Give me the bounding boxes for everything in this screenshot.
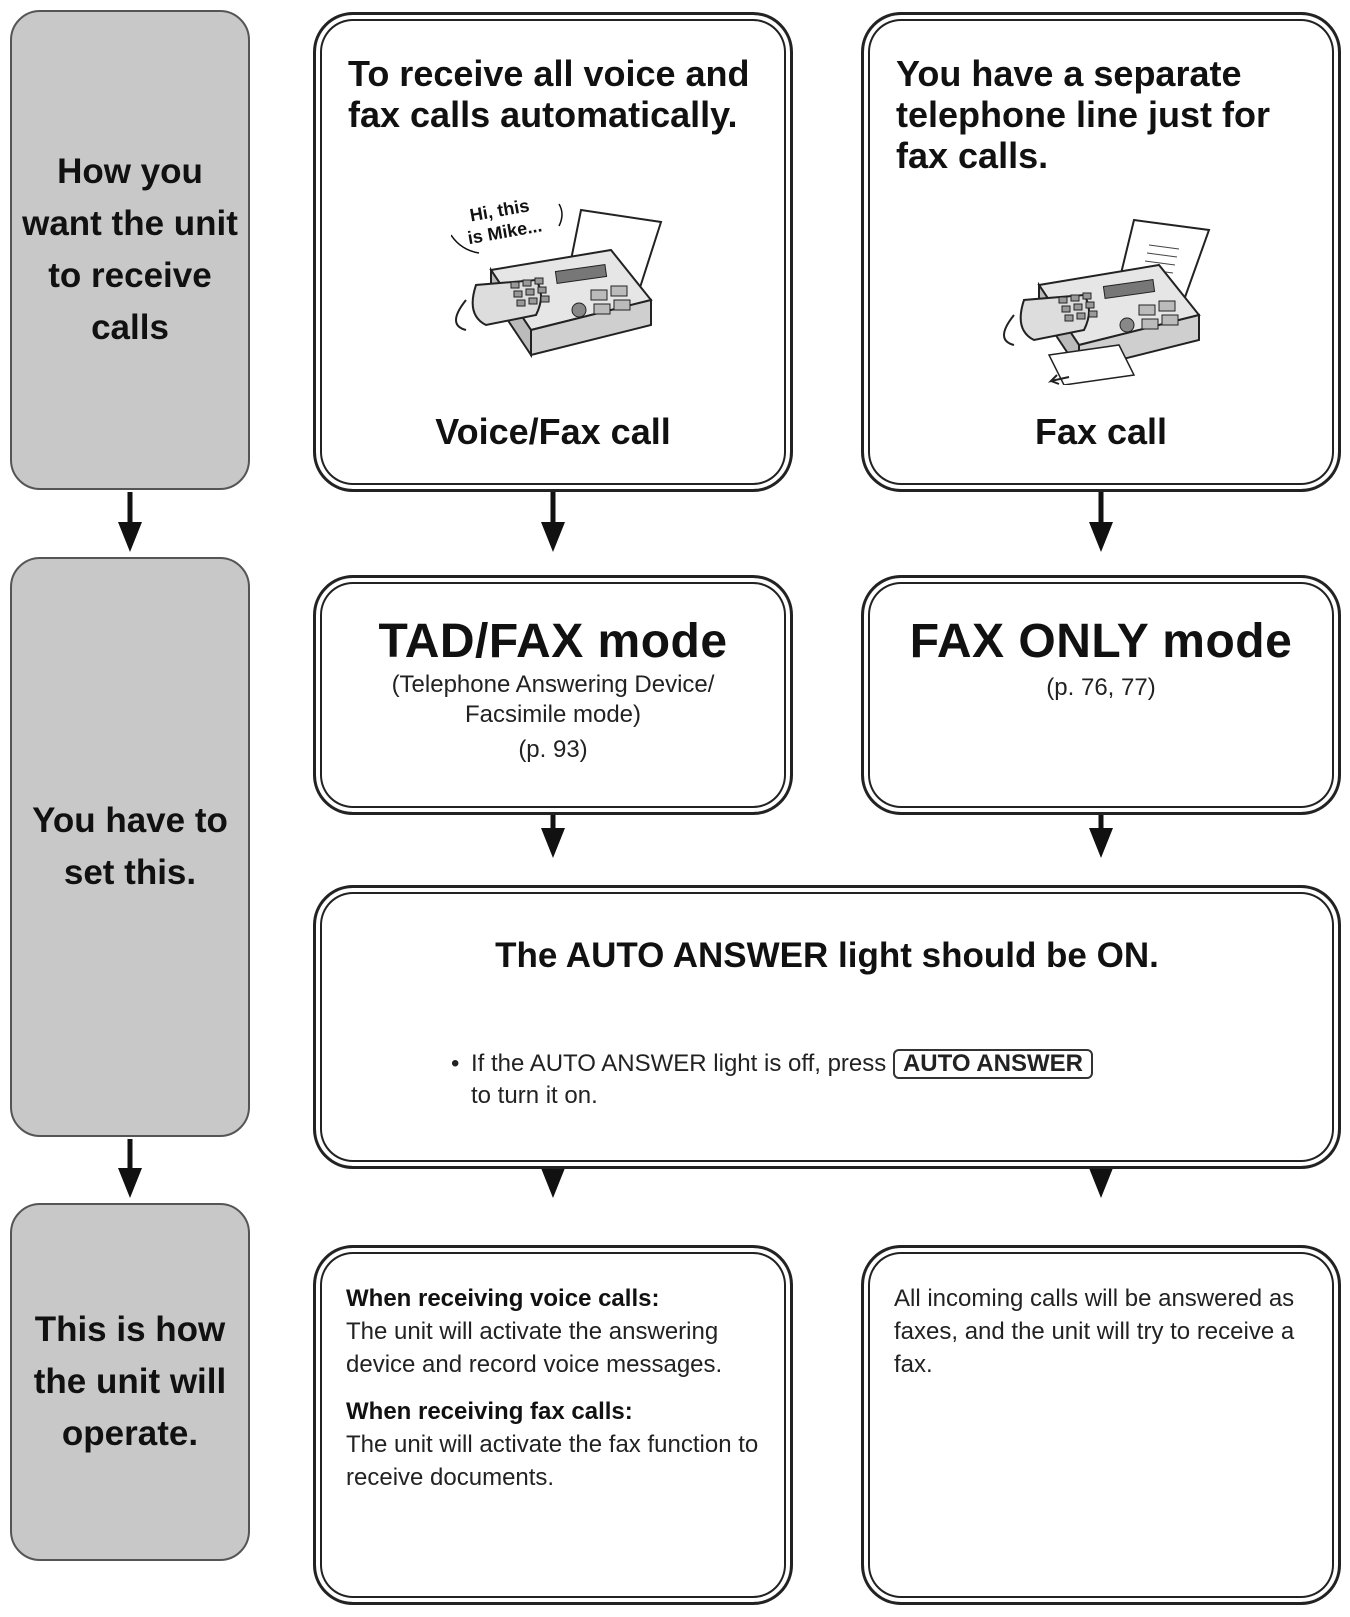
operation-box-tad-fax: When receiving voice calls: The unit wil…: [313, 1245, 793, 1605]
call-type-fax: Fax call: [1034, 411, 1168, 452]
sidebar-step-receive: How you want the unit to receive calls: [10, 10, 250, 490]
operation-text-fax-only: All incoming calls will be answered as f…: [894, 1285, 1295, 1378]
call-type-voice-fax: Voice/Fax call: [435, 411, 671, 452]
auto-answer-instruction: • If the AUTO ANSWER light is off, press…: [451, 1048, 1093, 1112]
mode-title-tad-fax: TAD/FAX mode: [378, 615, 728, 668]
op-text-voice: The unit will activate the answering dev…: [346, 1318, 723, 1378]
bullet-dot: •: [451, 1050, 460, 1077]
op-text-fax: The unit will activate the fax function …: [346, 1431, 759, 1491]
arrow-head-side-1: [118, 522, 142, 552]
fax-machine-talking-icon: Hi, this is Mike...: [451, 194, 663, 359]
arrow-head-left-3: [541, 1168, 565, 1198]
arrow-head-left-1: [541, 522, 565, 552]
sidebar-step-set: You have to set this.: [10, 557, 250, 1137]
sidebar-step-set-label: You have to set this.: [32, 801, 228, 892]
arrow-head-right-3: [1089, 1168, 1113, 1198]
sidebar-step-operate-label: This is how the unit will operate.: [33, 1310, 227, 1453]
mode-page-fax-only: (p. 76, 77): [1046, 674, 1156, 701]
scenario-text-voice-fax: To receive all voice and fax calls autom…: [348, 53, 750, 135]
operation-text-tad-fax: When receiving voice calls: The unit wil…: [346, 1282, 770, 1494]
scenario-box-voice-fax: To receive all voice and fax calls autom…: [313, 12, 793, 492]
scenario-box-fax: You have a separate telephone line just …: [861, 12, 1341, 492]
operation-box-fax-only: All incoming calls will be answered as f…: [861, 1245, 1341, 1605]
instruction-prefix: If the AUTO ANSWER light is off, press: [471, 1050, 887, 1077]
scenario-text-fax: You have a separate telephone line just …: [896, 53, 1271, 176]
arrow-head-right-2: [1089, 828, 1113, 858]
sidebar-step-operate: This is how the unit will operate.: [10, 1203, 250, 1561]
mode-box-tad-fax: TAD/FAX mode (Telephone Answering Device…: [313, 575, 793, 815]
fax-machine-receiving-icon: [1003, 218, 1211, 385]
mode-page-tad-fax: (p. 93): [518, 736, 588, 763]
mode-title-fax-only: FAX ONLY mode: [909, 615, 1293, 668]
sidebar-step-receive-label: How you want the unit to receive calls: [22, 152, 238, 347]
speech-bubble-text: Hi, this is Mike...: [462, 194, 543, 248]
mode-subtitle-tad-fax: (Telephone Answering Device/ Facsimile m…: [316, 670, 790, 730]
instruction-suffix: to turn it on.: [471, 1082, 598, 1109]
auto-answer-title: The AUTO ANSWER light should be ON.: [495, 936, 1159, 975]
auto-answer-key: AUTO ANSWER: [892, 1049, 1093, 1079]
arrow-head-right-1: [1089, 522, 1113, 552]
arrow-head-side-2: [118, 1168, 142, 1198]
op-heading-fax: When receiving fax calls:: [346, 1398, 633, 1425]
mode-subtitle-line1: (Telephone Answering Device/: [391, 671, 715, 698]
auto-answer-box: The AUTO ANSWER light should be ON. • If…: [313, 885, 1341, 1169]
mode-subtitle-line2: Facsimile mode): [464, 701, 642, 728]
arrow-head-left-2: [541, 828, 565, 858]
mode-box-fax-only: FAX ONLY mode (p. 76, 77): [861, 575, 1341, 815]
op-heading-voice: When receiving voice calls:: [346, 1285, 660, 1312]
